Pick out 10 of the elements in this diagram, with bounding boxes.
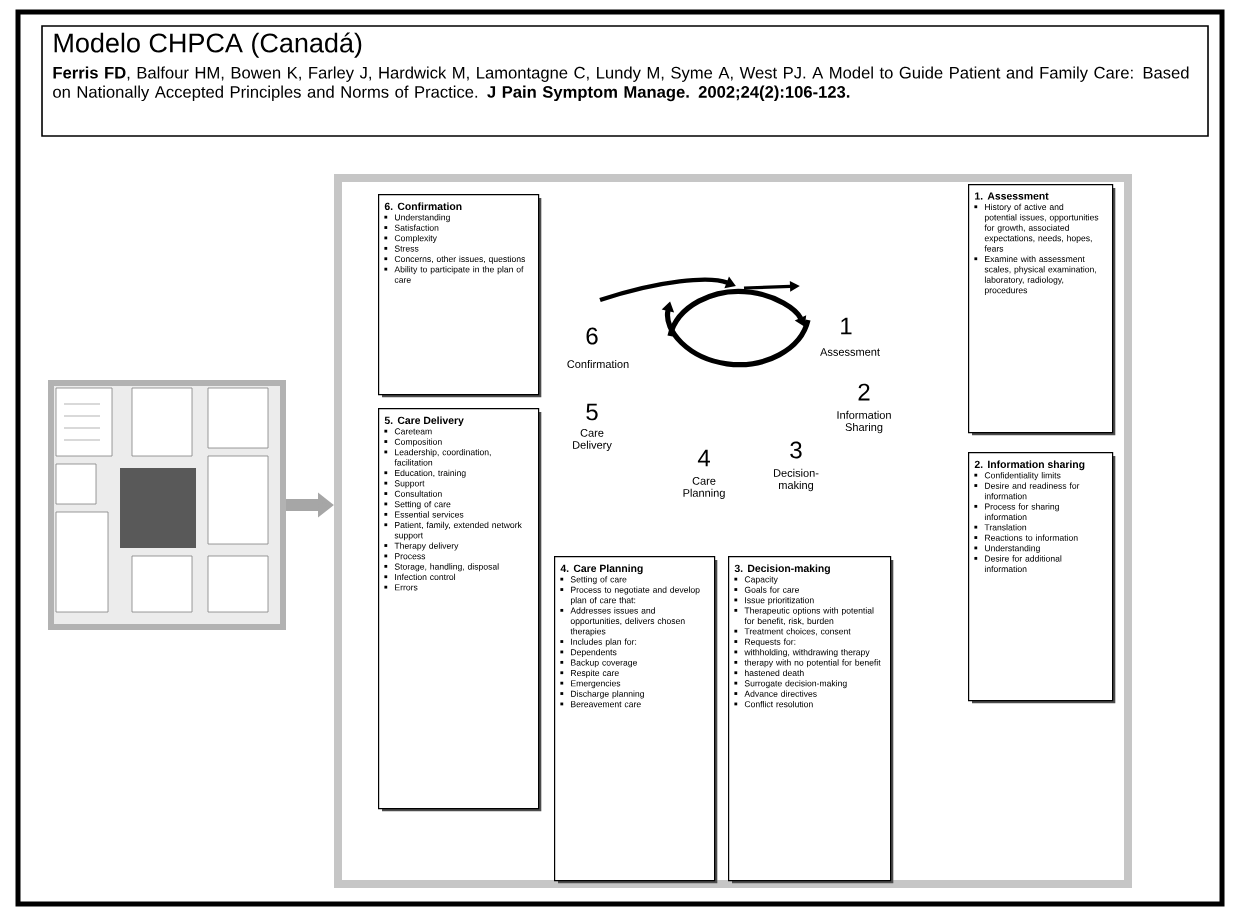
picture bbox=[48, 380, 286, 630]
step-number: 5 bbox=[586, 403, 598, 421]
step-number: 6 bbox=[586, 327, 598, 345]
step-number: 2 bbox=[858, 383, 870, 401]
title-text: Modelo CHPCA (Canadá) bbox=[54, 32, 362, 58]
citation-text: Ferris FD, Balfour HM, Bowen K, Farley J, Hardwick M, Lamontagne C, Lundy M, Syme A, West PJ. A Model to Guide Patient and Family Care: Based on Nationally Accepted Principles and Norms of Practice. J Pain Symptom Manage. 2002;24(2):106-123. bbox=[53, 66, 1189, 102]
step-number: 4 bbox=[697, 449, 710, 467]
panel-frame bbox=[334, 174, 1132, 888]
step-number: 1 bbox=[841, 317, 852, 335]
step-number: 3 bbox=[790, 441, 802, 459]
